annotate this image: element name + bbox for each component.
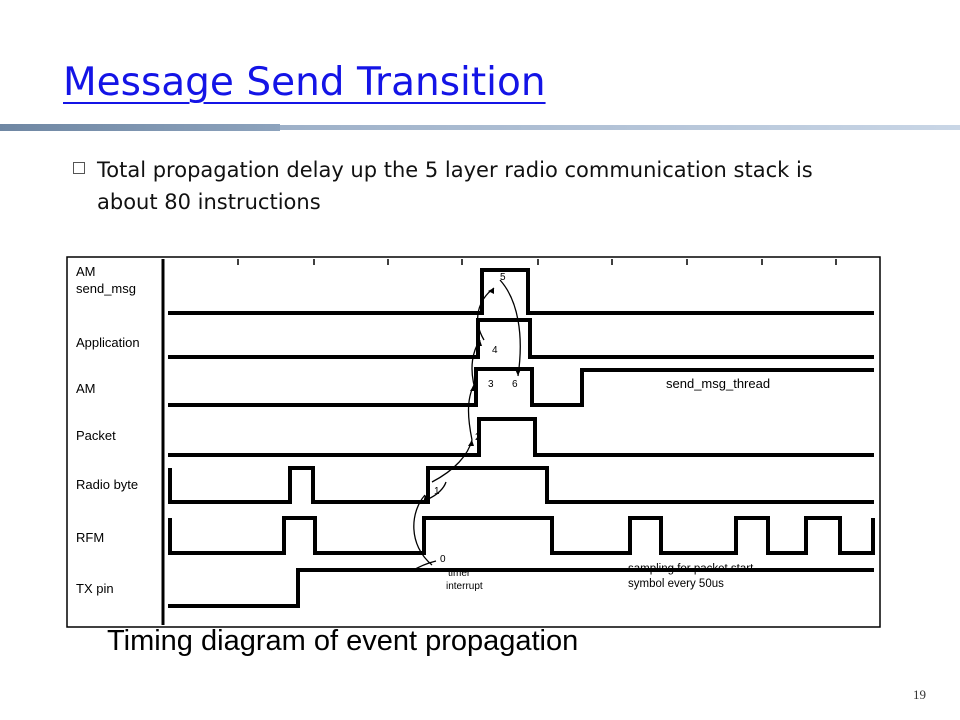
slide-title: Message Send Transition [63, 60, 546, 105]
step-label: 2 [475, 432, 481, 443]
signal-label-rfm: RFM [76, 530, 104, 545]
step-label: 3 [488, 379, 494, 390]
step-label: 5 [500, 272, 506, 283]
title-rule [0, 124, 280, 131]
waveform-tx-pin [168, 568, 874, 608]
waveform-packet [168, 417, 874, 457]
signal-label-am: AM [76, 381, 96, 396]
step-label: 4 [492, 345, 498, 356]
step-label: 6 [512, 379, 518, 390]
time-ticks [237, 259, 837, 265]
signal-label-tx-pin: TX pin [76, 581, 114, 596]
signal-label-radio-byte: Radio byte [76, 477, 138, 492]
bullet-icon [73, 162, 85, 174]
diagram-caption: Timing diagram of event propagation [107, 625, 579, 657]
page-number: 19 [913, 687, 926, 702]
waveform-radio-byte [168, 466, 874, 504]
propagation-arrows [411, 279, 521, 572]
waveform-am [168, 367, 874, 407]
annotation-send-msg-thread: send_msg_thread [666, 376, 770, 391]
bullet-text: Total propagation delay up the 5 layer r… [97, 158, 813, 214]
waveform-rfm [168, 516, 875, 555]
diagram-frame [66, 256, 881, 628]
waveform-application [168, 318, 874, 359]
title-rule-light [280, 125, 960, 130]
step-label: 0 [440, 554, 446, 565]
signal-label-packet: Packet [76, 428, 116, 443]
waveform-am-send-msg [168, 268, 874, 315]
signal-label-application: Application [76, 335, 140, 350]
step-label: 1 [434, 486, 440, 497]
